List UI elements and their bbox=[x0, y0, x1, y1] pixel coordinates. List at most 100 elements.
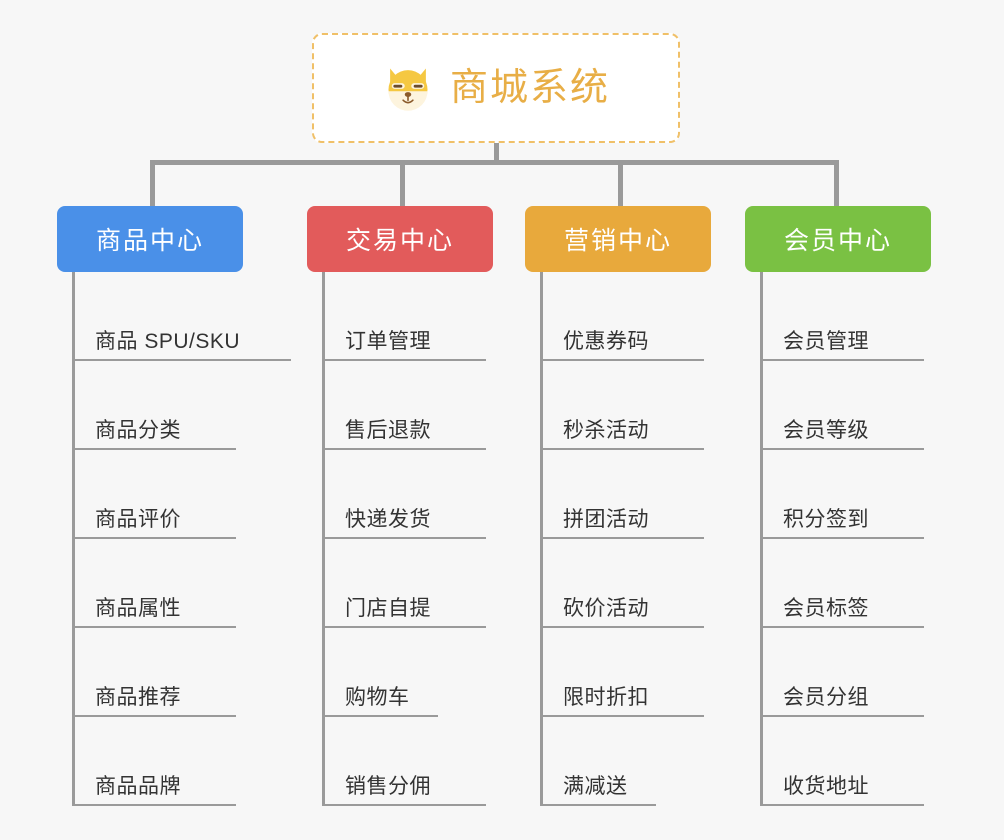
leaf-item-label: 售后退款 bbox=[345, 419, 431, 442]
leaf-item[interactable]: 商品属性 bbox=[72, 539, 243, 628]
leaf-item-label: 商品属性 bbox=[95, 597, 181, 620]
leaf-item-label: 会员标签 bbox=[783, 597, 869, 620]
leaf-item-rule bbox=[72, 537, 236, 539]
leaf-item-rule bbox=[760, 448, 924, 450]
leaf-item[interactable]: 会员标签 bbox=[760, 539, 931, 628]
leaf-item-label: 快递发货 bbox=[345, 508, 431, 531]
leaf-item-rule bbox=[540, 448, 704, 450]
leaf-item[interactable]: 秒杀活动 bbox=[540, 361, 711, 450]
leaf-item-label: 优惠券码 bbox=[563, 330, 649, 353]
leaf-item-label: 销售分佣 bbox=[345, 775, 431, 798]
leaf-item-label: 门店自提 bbox=[345, 597, 431, 620]
leaf-item[interactable]: 收货地址 bbox=[760, 717, 931, 806]
leaf-item[interactable]: 购物车 bbox=[322, 628, 493, 717]
connector-drop-2 bbox=[400, 160, 405, 208]
leaf-item-label: 秒杀活动 bbox=[563, 419, 649, 442]
leaf-item-label: 商品推荐 bbox=[95, 686, 181, 709]
connector-drop-4 bbox=[834, 160, 839, 208]
leaf-item-rule bbox=[72, 804, 236, 806]
leaf-item[interactable]: 满减送 bbox=[540, 717, 711, 806]
leaf-item[interactable]: 商品品牌 bbox=[72, 717, 243, 806]
leaf-item-label: 商品品牌 bbox=[95, 775, 181, 798]
leaf-item-label: 积分签到 bbox=[783, 508, 869, 531]
category-box-1[interactable]: 商品中心 bbox=[57, 206, 243, 272]
category-box-3[interactable]: 营销中心 bbox=[525, 206, 711, 272]
leaf-list: 订单管理售后退款快递发货门店自提购物车销售分佣 bbox=[307, 272, 493, 806]
category-box-2[interactable]: 交易中心 bbox=[307, 206, 493, 272]
leaf-item-rule bbox=[760, 626, 924, 628]
category-column-3: 营销中心优惠券码秒杀活动拼团活动砍价活动限时折扣满减送 bbox=[525, 206, 711, 806]
leaf-item[interactable]: 商品评价 bbox=[72, 450, 243, 539]
leaf-item-rule bbox=[322, 715, 438, 717]
leaf-item[interactable]: 会员等级 bbox=[760, 361, 931, 450]
connector-bus bbox=[150, 160, 839, 165]
leaf-item[interactable]: 商品分类 bbox=[72, 361, 243, 450]
leaf-item[interactable]: 拼团活动 bbox=[540, 450, 711, 539]
category-column-2: 交易中心订单管理售后退款快递发货门店自提购物车销售分佣 bbox=[307, 206, 493, 806]
leaf-item[interactable]: 限时折扣 bbox=[540, 628, 711, 717]
leaf-item-rule bbox=[72, 448, 236, 450]
category-box-4[interactable]: 会员中心 bbox=[745, 206, 931, 272]
leaf-item[interactable]: 商品推荐 bbox=[72, 628, 243, 717]
leaf-item[interactable]: 会员管理 bbox=[760, 272, 931, 361]
leaf-item-label: 会员分组 bbox=[783, 686, 869, 709]
category-column-4: 会员中心会员管理会员等级积分签到会员标签会员分组收货地址 bbox=[745, 206, 931, 806]
leaf-item[interactable]: 积分签到 bbox=[760, 450, 931, 539]
leaf-item-label: 购物车 bbox=[345, 686, 410, 709]
leaf-item-rule bbox=[540, 537, 704, 539]
leaf-item-rule bbox=[322, 537, 486, 539]
leaf-item-label: 拼团活动 bbox=[563, 508, 649, 531]
leaf-rail bbox=[760, 272, 763, 806]
leaf-item[interactable]: 售后退款 bbox=[322, 361, 493, 450]
leaf-item-rule bbox=[760, 804, 924, 806]
leaf-item[interactable]: 砍价活动 bbox=[540, 539, 711, 628]
leaf-item[interactable]: 快递发货 bbox=[322, 450, 493, 539]
leaf-item-label: 商品评价 bbox=[95, 508, 181, 531]
leaf-item-rule bbox=[760, 359, 924, 361]
leaf-rail bbox=[540, 272, 543, 806]
category-label: 商品中心 bbox=[95, 227, 204, 255]
leaf-item-label: 会员等级 bbox=[783, 419, 869, 442]
leaf-item-rule bbox=[72, 359, 291, 361]
leaf-list: 会员管理会员等级积分签到会员标签会员分组收货地址 bbox=[745, 272, 931, 806]
leaf-rail bbox=[322, 272, 325, 806]
leaf-item-label: 砍价活动 bbox=[563, 597, 649, 620]
connector-stem bbox=[494, 143, 499, 163]
leaf-item[interactable]: 订单管理 bbox=[322, 272, 493, 361]
leaf-rail bbox=[72, 272, 75, 806]
root-node[interactable]: 商城系统 bbox=[312, 33, 680, 143]
leaf-item[interactable]: 会员分组 bbox=[760, 628, 931, 717]
leaf-item-rule bbox=[322, 626, 486, 628]
leaf-item-rule bbox=[760, 537, 924, 539]
shiba-dog-face-icon bbox=[388, 68, 428, 111]
leaf-item-rule bbox=[540, 626, 704, 628]
leaf-item-label: 商品 SPU/SKU bbox=[95, 330, 241, 353]
leaf-item-rule bbox=[322, 804, 486, 806]
leaf-item[interactable]: 商品 SPU/SKU bbox=[72, 272, 291, 361]
leaf-item-rule bbox=[72, 715, 236, 717]
category-label: 会员中心 bbox=[783, 227, 892, 255]
root-title: 商城系统 bbox=[449, 67, 610, 109]
leaf-item[interactable]: 销售分佣 bbox=[322, 717, 493, 806]
leaf-item-label: 订单管理 bbox=[345, 330, 431, 353]
leaf-item-label: 会员管理 bbox=[783, 330, 869, 353]
leaf-item[interactable]: 门店自提 bbox=[322, 539, 493, 628]
connector-drop-1 bbox=[150, 160, 155, 208]
leaf-item-label: 收货地址 bbox=[783, 775, 869, 798]
category-column-1: 商品中心商品 SPU/SKU 商品分类商品评价商品属性商品推荐商品品牌 bbox=[57, 206, 291, 806]
category-label: 营销中心 bbox=[563, 227, 672, 255]
leaf-item-label: 满减送 bbox=[563, 775, 628, 798]
leaf-item-rule bbox=[72, 626, 236, 628]
leaf-item-label: 限时折扣 bbox=[563, 686, 649, 709]
leaf-item-rule bbox=[540, 804, 656, 806]
leaf-list: 优惠券码秒杀活动拼团活动砍价活动限时折扣满减送 bbox=[525, 272, 711, 806]
leaf-item[interactable]: 优惠券码 bbox=[540, 272, 711, 361]
leaf-item-rule bbox=[322, 359, 486, 361]
leaf-item-rule bbox=[540, 715, 704, 717]
leaf-list: 商品 SPU/SKU 商品分类商品评价商品属性商品推荐商品品牌 bbox=[57, 272, 291, 806]
connector-drop-3 bbox=[618, 160, 623, 208]
leaf-item-rule bbox=[540, 359, 704, 361]
leaf-item-rule bbox=[322, 448, 486, 450]
leaf-item-label: 商品分类 bbox=[95, 419, 181, 442]
